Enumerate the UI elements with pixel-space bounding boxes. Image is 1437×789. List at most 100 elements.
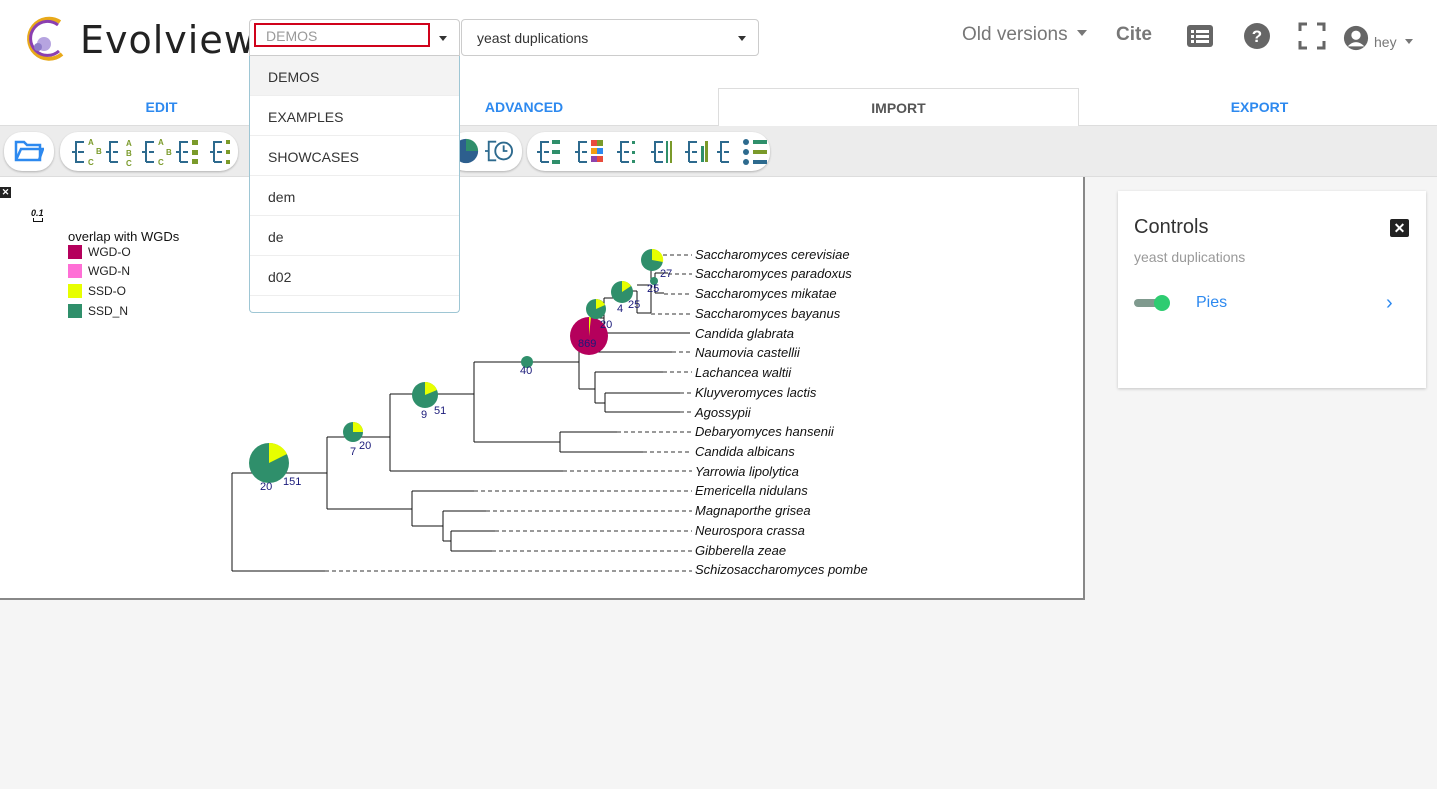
- evolview-logo-icon[interactable]: [22, 14, 68, 62]
- dropdown-option[interactable]: de: [250, 216, 459, 256]
- node-label: 25: [647, 283, 659, 295]
- app-title[interactable]: Evolview: [80, 18, 256, 62]
- caret-down-icon: [1405, 39, 1414, 44]
- node-label: 4: [617, 303, 623, 315]
- node-pie[interactable]: [641, 248, 664, 271]
- svg-text:B: B: [96, 147, 102, 156]
- controls-panel: Controls ✕ yeast duplications Pies ›: [1118, 191, 1426, 388]
- dropdown-option[interactable]: DEMOS: [250, 56, 459, 96]
- legend-swatch: [68, 245, 82, 259]
- taxon-label[interactable]: Candida glabrata: [695, 326, 794, 341]
- clock-tree-icon[interactable]: [482, 137, 516, 165]
- category-select[interactable]: DEMOS: [249, 19, 460, 56]
- node-pie[interactable]: [521, 356, 533, 368]
- svg-text:C: C: [88, 158, 94, 167]
- node-label: 20: [260, 481, 272, 493]
- dropdown-option[interactable]: SHOWCASES: [250, 136, 459, 176]
- caret-down-icon: [738, 36, 746, 41]
- svg-text:A: A: [88, 138, 94, 147]
- taxon-label[interactable]: Lachancea waltii: [695, 365, 792, 380]
- taxon-label[interactable]: Schizosaccharomyces pombe: [695, 562, 868, 577]
- legend-label: WGD-N: [88, 264, 130, 278]
- svg-text:C: C: [158, 158, 164, 167]
- open-folder-icon[interactable]: [14, 138, 44, 164]
- legend-label: SSD_N: [88, 304, 129, 318]
- node-label: 7: [350, 446, 356, 458]
- dataset-icons[interactable]: [533, 136, 768, 168]
- node-pie[interactable]: [650, 277, 658, 285]
- scale-bar: 0.1: [31, 208, 45, 222]
- tab-advanced[interactable]: ADVANCED: [484, 99, 564, 115]
- taxon-label[interactable]: Naumovia castellii: [695, 345, 801, 360]
- top-navbar: Evolview DEMOS yeast duplications Old ve…: [0, 0, 1437, 88]
- chevron-right-icon[interactable]: ›: [1386, 292, 1393, 314]
- tree-select[interactable]: yeast duplications: [461, 19, 759, 56]
- taxon-label[interactable]: Saccharomyces bayanus: [695, 306, 841, 321]
- dropdown-option[interactable]: d02: [250, 256, 459, 296]
- user-name: hey: [1374, 34, 1397, 50]
- help-icon[interactable]: ?: [1243, 22, 1271, 50]
- node-pie[interactable]: [412, 382, 438, 408]
- user-icon[interactable]: [1343, 25, 1369, 51]
- node-label: 869: [578, 338, 596, 350]
- taxon-label[interactable]: Saccharomyces cerevisiae: [695, 247, 850, 262]
- tab-import[interactable]: IMPORT: [718, 88, 1079, 127]
- pies-dataset-link[interactable]: Pies: [1196, 294, 1228, 311]
- list-icon[interactable]: [1186, 22, 1214, 50]
- dropdown-option[interactable]: d01: [250, 296, 459, 312]
- legend-label: WGD-O: [88, 245, 131, 259]
- dropdown-option[interactable]: EXAMPLES: [250, 96, 459, 136]
- taxon-label[interactable]: Gibberella zeae: [695, 543, 786, 558]
- main-tabs: EDIT ADVANCED IMPORT EXPORT: [0, 88, 1437, 127]
- user-menu[interactable]: hey: [1374, 34, 1414, 50]
- node-label: 51: [434, 405, 446, 417]
- taxon-label[interactable]: Debaryomyces hansenii: [695, 424, 835, 439]
- category-dropdown-menu: DEMOS EXAMPLES SHOWCASES dem de d02 d01: [249, 56, 460, 313]
- phylogenetic-tree[interactable]: 20 151 7 20 9 51 40 869 20 4 25 25 27 Sa…: [0, 177, 1083, 598]
- svg-text:B: B: [166, 148, 172, 157]
- tree-canvas[interactable]: ✕ 0.1 overlap with WGDs WGD-O WGD-N SSD-…: [0, 177, 1085, 600]
- tab-export[interactable]: EXPORT: [1230, 99, 1289, 115]
- node-label: 9: [421, 409, 427, 421]
- taxon-label[interactable]: Saccharomyces paradoxus: [695, 266, 852, 281]
- tree-layout-icons[interactable]: ABC ABC ABC: [66, 136, 236, 168]
- taxon-label[interactable]: Candida albicans: [695, 444, 795, 459]
- node-pie-root[interactable]: [249, 442, 289, 483]
- node-pie[interactable]: [586, 299, 606, 319]
- node-label: 25: [628, 299, 640, 311]
- controls-subtitle: yeast duplications: [1134, 249, 1246, 265]
- node-pie[interactable]: [611, 281, 633, 303]
- toggle-track: [1134, 299, 1166, 307]
- toolbar-group-middle: [448, 132, 522, 171]
- tree-select-value: yeast duplications: [477, 30, 589, 46]
- svg-text:B: B: [126, 149, 132, 158]
- node-label: 20: [359, 440, 371, 452]
- node-label: 20: [600, 319, 612, 331]
- node-pie[interactable]: [343, 422, 363, 442]
- close-canvas-icon[interactable]: ✕: [0, 187, 11, 198]
- taxon-label[interactable]: Emericella nidulans: [695, 483, 808, 498]
- dropdown-option[interactable]: dem: [250, 176, 459, 216]
- legend-title: overlap with WGDs: [68, 229, 180, 244]
- old-versions-menu[interactable]: Old versions: [962, 24, 1087, 46]
- tab-edit[interactable]: EDIT: [145, 99, 178, 115]
- taxon-label[interactable]: Agossypii: [694, 405, 752, 420]
- taxon-label[interactable]: Yarrowia lipolytica: [695, 464, 799, 479]
- taxon-label[interactable]: Saccharomyces mikatae: [695, 286, 837, 301]
- category-select-value[interactable]: DEMOS: [254, 23, 430, 47]
- toggle-knob: [1154, 295, 1170, 311]
- legend-label: SSD-O: [88, 284, 127, 298]
- node-pie-wgd[interactable]: [570, 316, 608, 355]
- cite-link[interactable]: Cite: [1116, 24, 1152, 45]
- caret-down-icon: [439, 36, 447, 41]
- close-icon[interactable]: ✕: [1390, 219, 1409, 237]
- svg-text:?: ?: [1252, 27, 1262, 46]
- caret-down-icon: [1076, 30, 1087, 36]
- taxon-label[interactable]: Kluyveromyces lactis: [695, 385, 817, 400]
- fullscreen-icon[interactable]: [1298, 22, 1326, 50]
- taxon-label[interactable]: Neurospora crassa: [695, 523, 805, 538]
- pies-toggle[interactable]: [1134, 295, 1170, 311]
- taxon-label[interactable]: Magnaporthe grisea: [695, 503, 811, 518]
